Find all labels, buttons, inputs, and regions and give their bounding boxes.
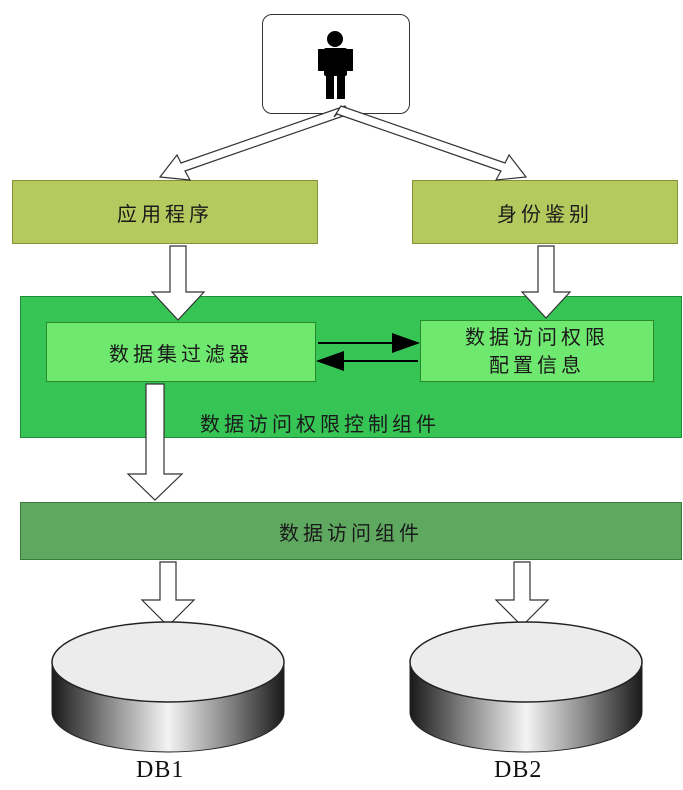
data-access-component: 数据访问组件 (20, 502, 682, 560)
arrow-to-db1 (140, 561, 196, 627)
db1-cylinder-icon (51, 621, 285, 753)
filter-label: 数据集过滤器 (109, 341, 253, 366)
auth-box: 身份鉴别 (412, 180, 678, 244)
permission-config-box: 数据访问权限 配置信息 (420, 320, 654, 382)
auth-label: 身份鉴别 (497, 201, 593, 226)
db2-cylinder-icon (409, 621, 643, 753)
access-control-label: 数据访问权限控制组件 (200, 412, 440, 436)
arrow-user-to-app (158, 105, 353, 181)
db1-label: DB1 (136, 757, 185, 783)
arrow-user-to-auth (333, 105, 528, 181)
user-box (262, 14, 410, 114)
person-icon (318, 31, 353, 99)
permission-config-line1: 数据访问权限 (465, 325, 609, 349)
data-access-label: 数据访问组件 (279, 520, 423, 545)
db2-label: DB2 (494, 757, 543, 783)
app-box: 应用程序 (12, 180, 318, 244)
app-label: 应用程序 (117, 201, 213, 226)
permission-config-line2: 配置信息 (489, 353, 585, 377)
filter-box: 数据集过滤器 (46, 322, 316, 382)
arrow-to-db2 (494, 561, 550, 627)
